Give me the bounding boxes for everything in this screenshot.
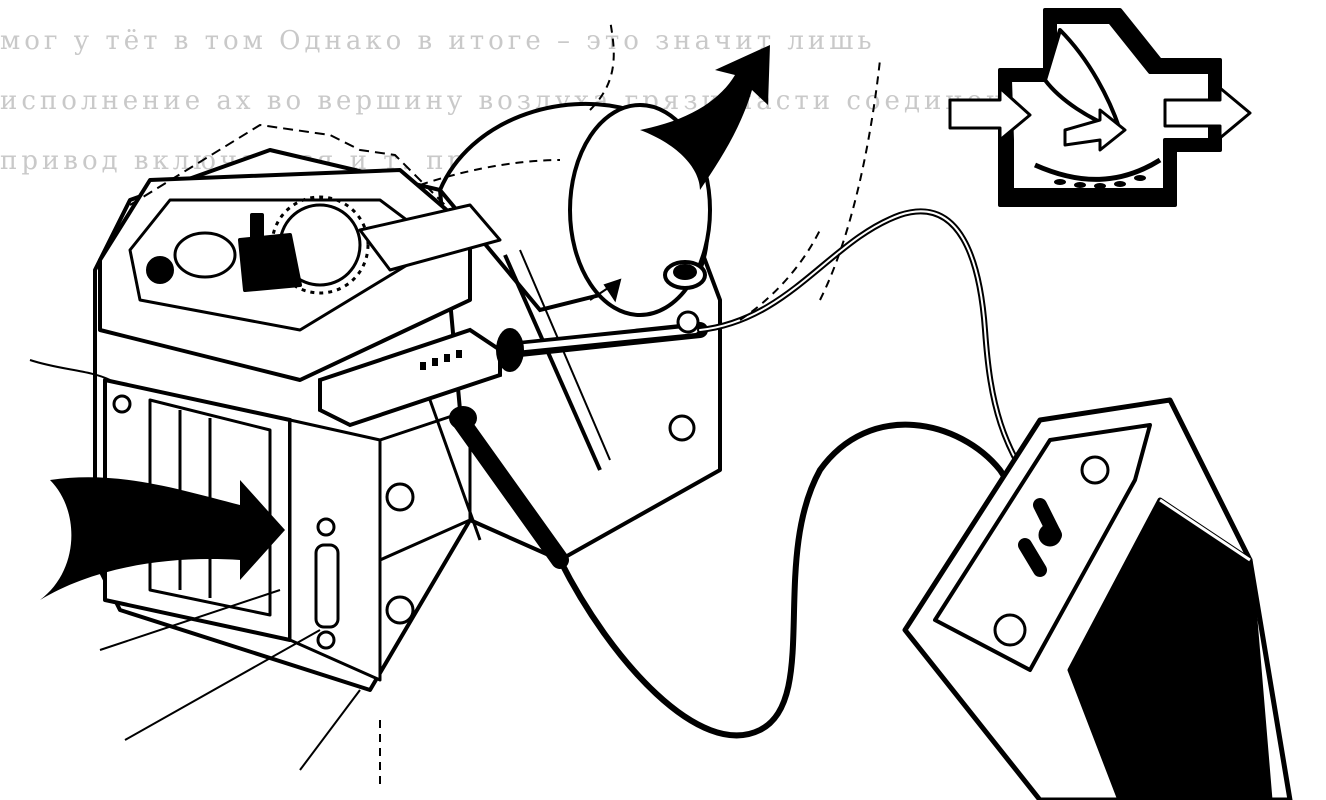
adjustment-screw	[663, 260, 707, 290]
sensor-electronics-compartment	[98, 124, 502, 382]
airflow-inset-diagram	[948, 8, 1252, 207]
measuring-flap	[428, 249, 611, 541]
harness-connector	[318, 327, 502, 428]
intake-airflow-arrow	[40, 477, 285, 600]
background-text-line: исполнение ах во вершину воздуха грязи ч…	[0, 86, 1049, 116]
multimeter-jacks	[1018, 498, 1062, 577]
test-leads	[557, 208, 1053, 739]
probe-black	[449, 406, 569, 569]
background-text-line: мог у тёт в том Однако в итоге – это зна…	[0, 26, 876, 56]
multimeter	[902, 397, 1293, 800]
probe-red	[496, 310, 708, 372]
leader-lines	[29, 19, 881, 790]
exhaust-airflow-arrow	[640, 45, 770, 190]
